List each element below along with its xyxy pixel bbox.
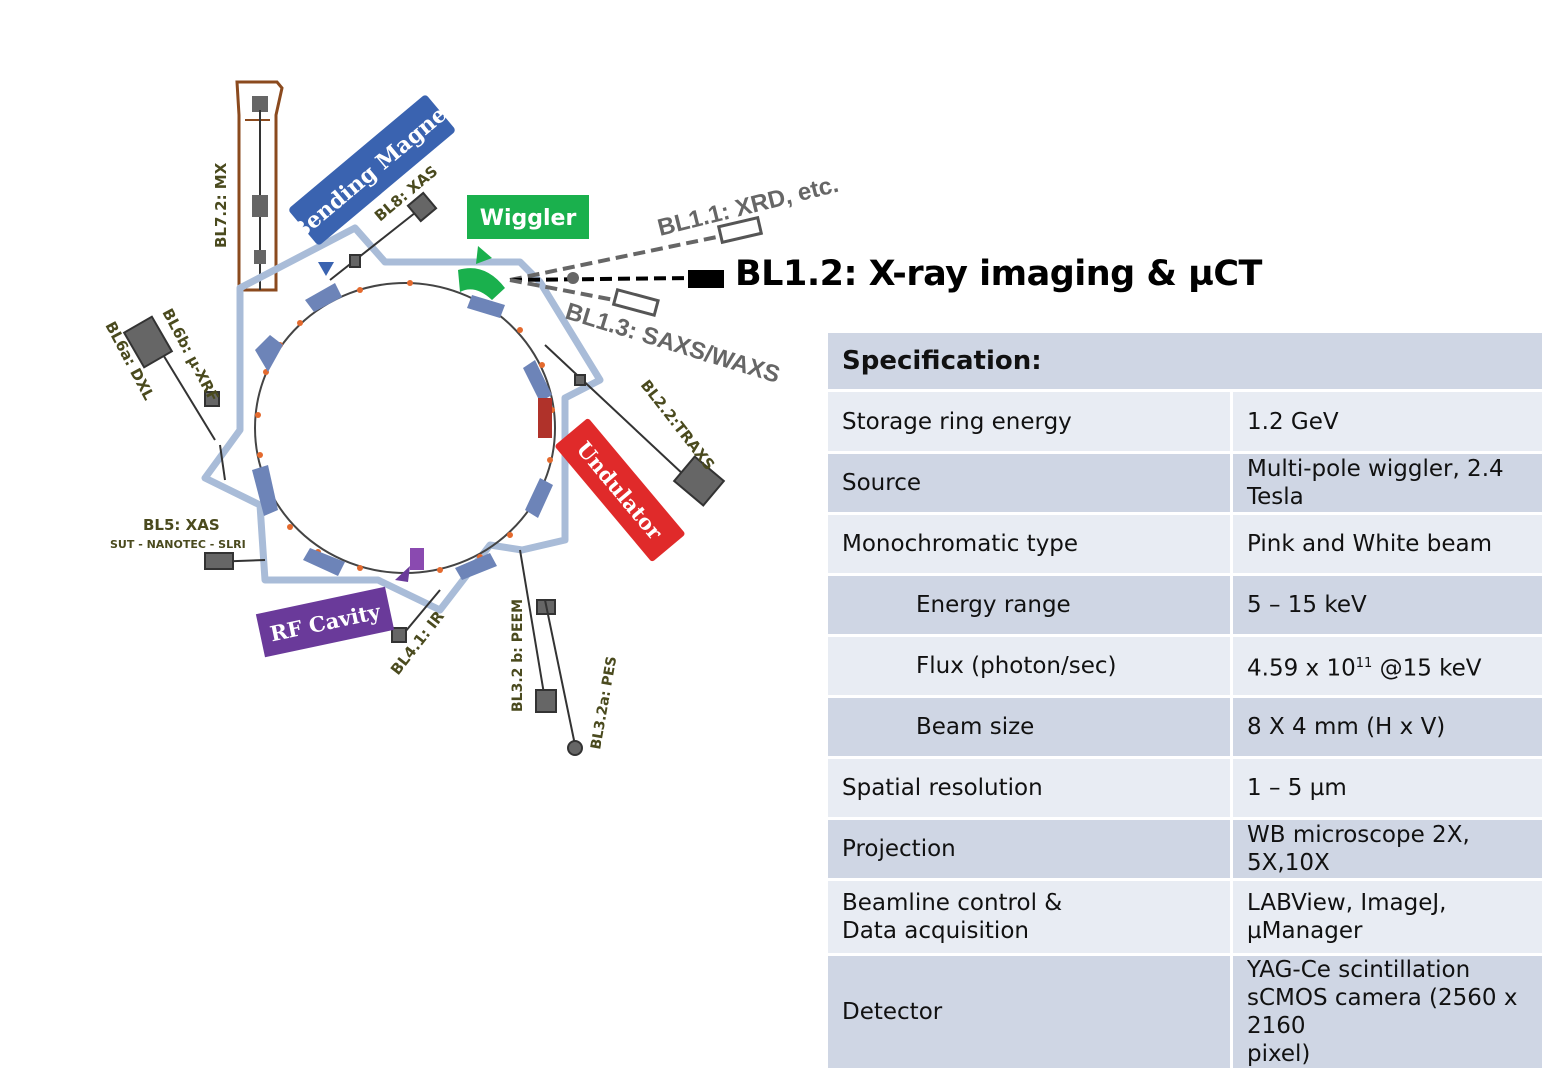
rf-cavity-device (410, 548, 424, 570)
flux-base: 4.59 x 10 (1247, 655, 1356, 682)
bl7-2-label: BL7.2: MX (212, 162, 230, 248)
wiggler-box: Wiggler (467, 195, 589, 239)
row-value: Pink and White beam (1230, 512, 1545, 576)
row-label: Source (825, 451, 1233, 515)
outer-shielding-wall (201, 224, 604, 614)
row-value: 5 – 15 keV (1230, 573, 1545, 637)
table-header-row: Specification: (825, 330, 1545, 392)
row-value: 8 X 4 mm (H x V) (1230, 695, 1545, 759)
row-value: WB microscope 2X, 5X,10X (1230, 817, 1545, 881)
bl1-2-headline: BL1.2: X-ray imaging & µCT (735, 254, 1262, 294)
wiggler-device (458, 268, 505, 300)
row-value: Multi-pole wiggler, 2.4 Tesla (1230, 451, 1545, 515)
bl2-2-label: BL2.2:TRAXS (637, 376, 718, 473)
table-row: Energy range 5 – 15 keV (825, 573, 1545, 637)
row-label: Storage ring energy (825, 389, 1233, 454)
row-value: 1.2 GeV (1230, 389, 1545, 454)
undulator-device (538, 398, 552, 438)
row-label-line1: Beamline control & (842, 890, 1063, 916)
row-label: Spatial resolution (825, 756, 1233, 820)
table-header: Specification: (825, 330, 1545, 392)
row-label: Detector (825, 953, 1233, 1071)
row-value-line1: YAG-Ce scintillation (1247, 957, 1471, 983)
row-label: Flux (photon/sec) (825, 634, 1233, 698)
undulator-label: Undulator (572, 436, 669, 545)
bl1-beamlines (509, 215, 764, 317)
flux-exponent: 11 (1355, 655, 1373, 671)
table-row: Flux (photon/sec) 4.59 x 1011 @15 keV (825, 634, 1545, 698)
row-value: 4.59 x 1011 @15 keV (1230, 634, 1545, 698)
table-row: Beam size 8 X 4 mm (H x V) (825, 695, 1545, 759)
row-value-line3: pixel) (1247, 1041, 1311, 1067)
row-label: Beamline control &Data acquisition (825, 878, 1233, 956)
row-value-line2: sCMOS camera (2560 x 2160 (1247, 985, 1518, 1039)
bending-magnet-box: Bending Magnet (286, 94, 461, 247)
bl3-2b-label: BL3.2 b: PEEM (510, 599, 526, 712)
undulator-box: Undulator (555, 418, 685, 562)
bl7-2-hutch (235, 80, 284, 292)
flux-suffix: @15 keV (1372, 655, 1482, 682)
row-label: Beam size (825, 695, 1233, 759)
bl5-sub-label: SUT - NANOTEC - SLRI (110, 538, 246, 551)
table-row: Spatial resolution 1 – 5 µm (825, 756, 1545, 820)
wiggler-label: Wiggler (480, 206, 577, 231)
table-row: Storage ring energy 1.2 GeV (825, 389, 1545, 454)
table-row: Projection WB microscope 2X, 5X,10X (825, 817, 1545, 881)
rf-pointer (395, 566, 410, 582)
table-row: Beamline control &Data acquisition LABVi… (825, 878, 1545, 956)
specification-table: Specification: Storage ring energy 1.2 G… (825, 330, 1545, 1071)
table-row: Monochromatic type Pink and White beam (825, 512, 1545, 576)
row-value: LABView, ImageJ, µManager (1230, 878, 1545, 956)
table-row: Source Multi-pole wiggler, 2.4 Tesla (825, 451, 1545, 515)
rf-cavity-box: RF Cavity (255, 586, 395, 658)
row-label: Projection (825, 817, 1233, 881)
row-label-line2: Data acquisition (842, 918, 1029, 944)
row-value: 1 – 5 µm (1230, 756, 1545, 820)
bl5-label: BL5: XAS (143, 516, 220, 534)
storage-ring (254, 282, 556, 574)
row-label: Energy range (825, 573, 1233, 637)
bl6b-label: BL6b: µ-XRF (158, 305, 222, 404)
wiggler-pointer (476, 246, 492, 264)
beamline-lines (122, 191, 726, 756)
bl3-2a-label: BL3.2a: PES (588, 655, 620, 751)
row-label: Monochromatic type (825, 512, 1233, 576)
ring-bending-magnets (252, 283, 553, 580)
bm-pointer (318, 262, 334, 276)
